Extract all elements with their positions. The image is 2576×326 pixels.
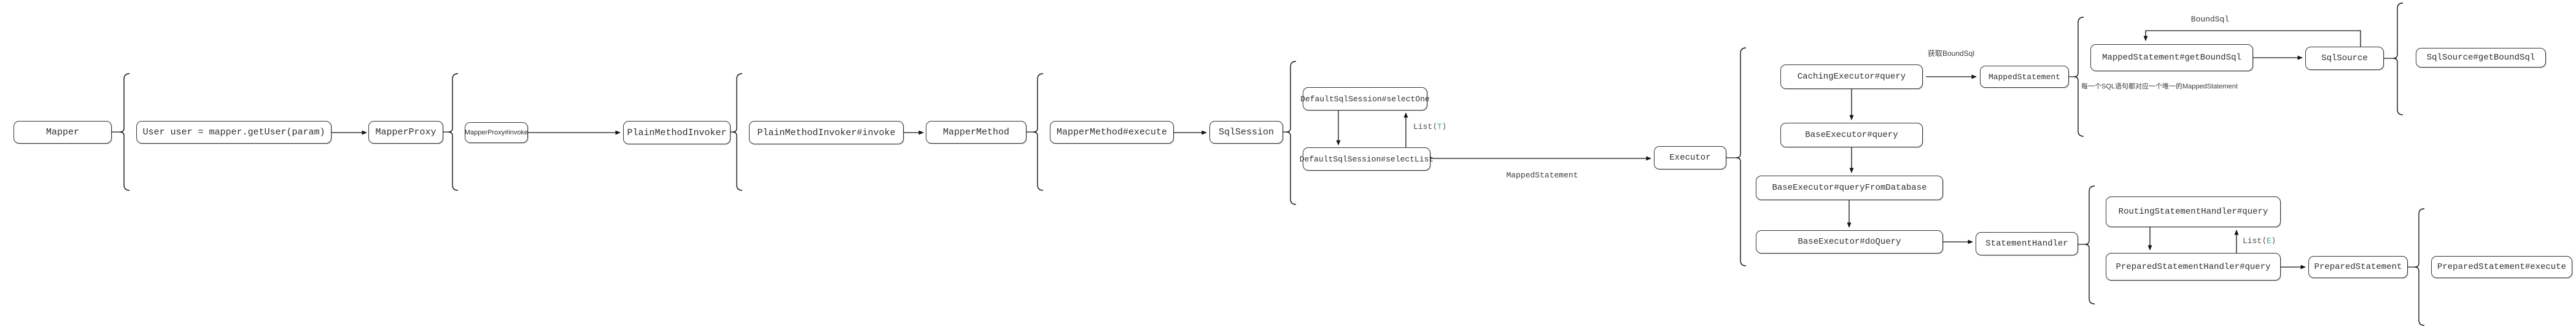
node-mapper-proxy-invoke: MapperProxy#invoke [465,122,528,143]
label-list-t-type: T [1437,122,1442,131]
node-prepared-statement-handler-query: PreparedStatementHandler#query [2106,253,2281,281]
label-get-boundsql: 获取BoundSql [1927,49,1975,58]
label-list-e-open: ⟨ [2262,236,2267,246]
node-sql-source: SqlSource [2305,47,2384,70]
node-mapper: Mapper [14,121,112,144]
node-default-sqlsession-selectlist: DefaultSqlSession#selectList [1300,147,1433,171]
node-base-executor-queryfromdatabase: BaseExecutor#queryFromDatabase [1756,176,1943,200]
label-boundsql-return: BoundSql [2190,14,2230,24]
node-plain-method-invoker-invoke: PlainMethodInvoker#invoke [749,121,904,144]
node-getuser-call: User user = mapper.getUser(param) [136,121,332,144]
node-prepared-statement-execute: PreparedStatement#execute [2431,256,2572,278]
edge-boundsql-return-path [2143,30,2361,47]
node-mapped-statement-box: MappedStatement [1980,66,2069,88]
brace-after-executor [1726,47,1747,266]
label-list-e-type: E [2267,236,2271,246]
node-sql-source-getboundsql: SqlSource#getBoundSql [2416,48,2546,68]
brace-after-mapper [112,73,130,191]
brace-after-mappermethod [1026,73,1044,191]
node-prepared-statement: PreparedStatement [2308,256,2408,278]
node-mapper-method: MapperMethod [926,121,1026,144]
label-mapped-statement-arg: MappedStatement [1506,170,1578,180]
node-sql-session: SqlSession [1209,121,1283,144]
node-default-sqlsession-selectone: DefaultSqlSession#selectOne [1300,87,1430,111]
node-routing-statement-handler-query: RoutingStatementHandler#query [2106,196,2281,227]
brace-after-sqlsession [1283,61,1297,205]
node-base-executor-doquery: BaseExecutor#doQuery [1756,230,1943,254]
label-list-t-close: ⟩ [1441,122,1447,131]
label-list-e: List⟨E⟩ [2243,237,2276,245]
node-statement-handler: StatementHandler [1976,232,2078,255]
node-plain-method-invoker: PlainMethodInvoker [623,121,731,144]
label-list-e-pre: List [2243,236,2262,246]
node-base-executor-query: BaseExecutor#query [1780,123,1923,147]
brace-after-mappedstatement [2069,17,2084,137]
label-list-t-open: ⟨ [1432,122,1438,131]
node-mapped-statement-getboundsql: MappedStatement#getBoundSql [2090,44,2253,71]
brace-after-sqlsource [2384,2,2403,115]
node-executor: Executor [1654,146,1726,169]
brace-after-preparedstatement [2408,208,2425,326]
label-list-t-pre: List [1413,122,1433,131]
node-mapper-proxy: MapperProxy [368,121,443,144]
label-list-e-close: ⟩ [2271,236,2276,246]
node-mapper-method-execute: MapperMethod#execute [1050,121,1174,144]
brace-after-mapperproxy [443,73,459,191]
label-list-t: List⟨T⟩ [1413,123,1447,131]
label-mapped-statement-note: 每一个SQL语句都对应一个唯一的MappedStatement [2081,82,2238,90]
brace-after-plainmethodinvoker [731,73,743,191]
brace-after-statementhandler [2078,185,2095,305]
node-caching-executor-query: CachingExecutor#query [1780,64,1923,89]
